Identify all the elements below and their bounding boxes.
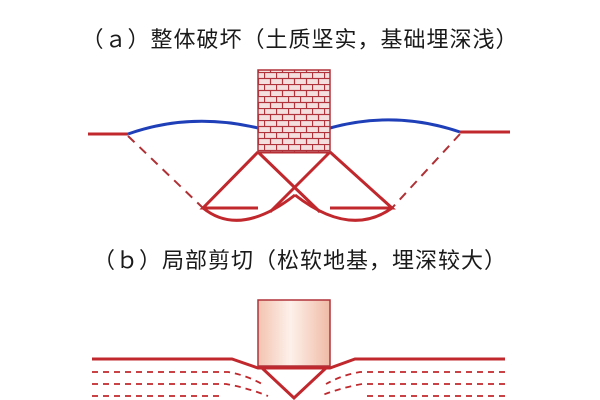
brick-footing — [257, 69, 331, 153]
diagram-general-shear — [88, 69, 510, 222]
footing-block — [257, 299, 331, 367]
passive-slip-line-right — [391, 133, 461, 209]
passive-slip-line-left — [127, 135, 204, 209]
slip-line-left — [199, 150, 260, 210]
caption-local-shear: （ｂ）局部剪切（松软地基，埋深较大） — [92, 249, 507, 274]
radial-shear-arc-left — [202, 193, 296, 222]
soil-layer-2-right — [319, 383, 505, 397]
soil-layer-1-right — [325, 371, 505, 385]
caption-general-shear: （ａ）整体破坏（土质坚实，基础埋深浅） — [81, 28, 519, 53]
soil-layer-1-left — [92, 371, 263, 385]
heave-surface-left — [127, 119, 259, 136]
wedge-below-footing — [260, 366, 328, 400]
heave-surface-right — [329, 118, 461, 134]
elastic-wedge-left — [256, 150, 322, 214]
radial-shear-arc-right — [294, 193, 393, 222]
elastic-wedge-right — [268, 150, 332, 214]
slip-line-right — [328, 150, 396, 210]
diagram-local-shear — [92, 299, 505, 400]
soil-layer-2-left — [92, 383, 269, 397]
ground-surface — [92, 357, 505, 370]
